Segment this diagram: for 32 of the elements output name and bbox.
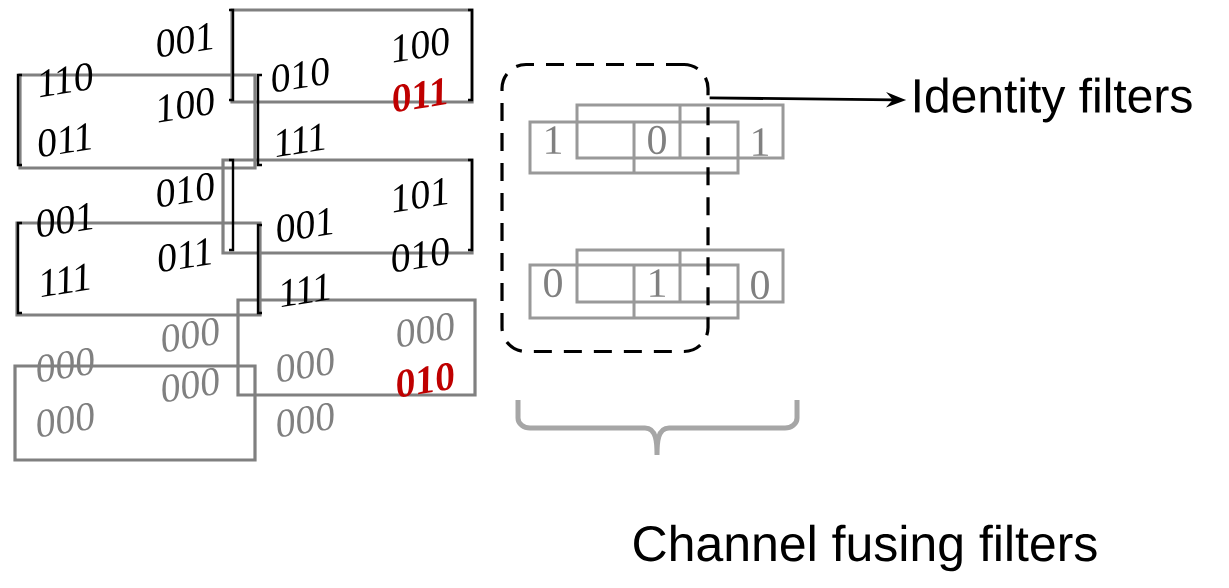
matrix-entry: 000 (277, 402, 334, 437)
matrix-entry: 000 (277, 347, 334, 382)
matrix-entry: 011 (38, 123, 91, 157)
dashed-selection-box (500, 62, 710, 354)
matrix-entry: 100 (158, 87, 214, 123)
matrix-entry: 000 (397, 312, 454, 347)
matrix-entry: 010 (397, 363, 454, 397)
matrix-entry: 000 (37, 402, 94, 437)
matrix-entry: 011 (393, 78, 447, 112)
matrix-entry: 111 (276, 123, 325, 158)
matrix-entry: 001 (37, 202, 93, 237)
matrix-entry: 111 (281, 273, 330, 308)
matrix-entry: 101 (393, 177, 448, 213)
matrix-entry: 001 (157, 22, 213, 57)
matrix-entry: 100 (393, 27, 449, 63)
matrix-entry: 010 (392, 237, 449, 272)
filter-entry: 1 (546, 126, 561, 154)
matrix-entry: 010 (157, 172, 214, 207)
matrix-entry: 011 (158, 238, 211, 272)
matrix-entry: 000 (162, 367, 219, 402)
filter-entry: 1 (650, 269, 665, 297)
filter-entry: 0 (544, 268, 562, 298)
matrix-entry: 000 (162, 317, 219, 352)
matrix-entry: 110 (40, 63, 93, 98)
filter-entry: 0 (751, 270, 769, 300)
matrix-entry: 111 (41, 263, 90, 298)
filter-entry: 0 (648, 125, 666, 155)
caption-text: Channel fusing filters (634, 524, 1097, 572)
annotation-text: Identity filters (915, 77, 1192, 123)
matrix-entry: 001 (277, 207, 333, 242)
matrix-entry: 010 (272, 57, 329, 92)
filter-entry: 1 (753, 128, 768, 156)
